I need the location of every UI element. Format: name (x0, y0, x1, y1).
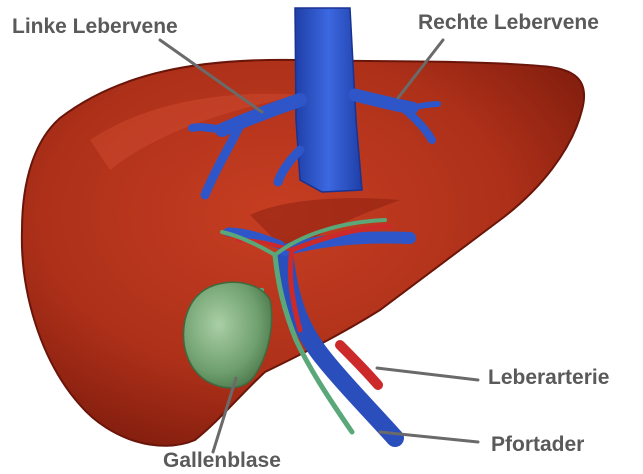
label-right-hepatic-vein: Rechte Lebervene (418, 12, 599, 33)
label-left-hepatic-vein: Linke Lebervene (12, 16, 178, 37)
leader-hepatic-artery (377, 368, 478, 380)
label-portal-vein: Pfortader (491, 434, 584, 455)
label-gallbladder: Gallenblase (163, 450, 281, 471)
label-hepatic-artery: Leberarterie (488, 367, 609, 388)
